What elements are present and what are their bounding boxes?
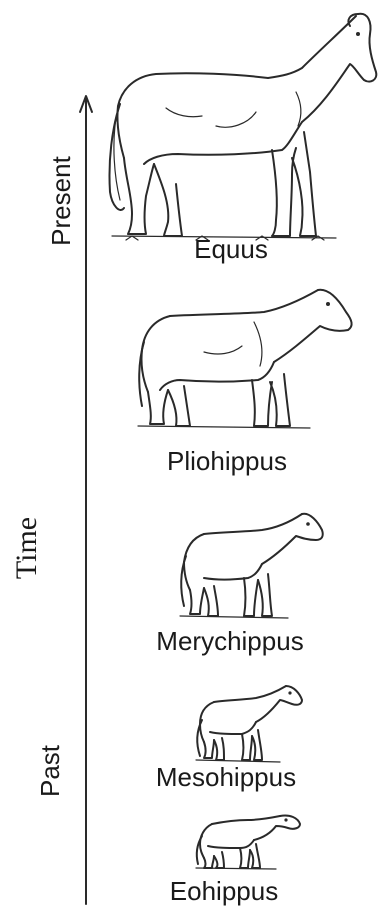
- stage-name-merychippus: Merychippus: [140, 628, 320, 654]
- horse-pliohippus-icon: [134, 282, 356, 432]
- horse-eohippus-icon: [196, 806, 304, 870]
- stage-name-pliohippus: Pliohippus: [152, 448, 302, 474]
- stage-name-equus: Equus: [176, 236, 286, 262]
- horse-mesohippus-icon: [196, 680, 306, 764]
- horse-equus-icon: [106, 8, 378, 240]
- horse-merychippus-icon: [178, 508, 326, 622]
- stage-name-mesohippus: Mesohippus: [146, 764, 306, 790]
- time-axis-arrow: [78, 92, 94, 907]
- axis-label-past: Past: [37, 731, 67, 811]
- stage-name-eohippus: Eohippus: [164, 878, 284, 904]
- axis-label-time: Time: [12, 513, 48, 583]
- axis-label-present: Present: [48, 146, 78, 256]
